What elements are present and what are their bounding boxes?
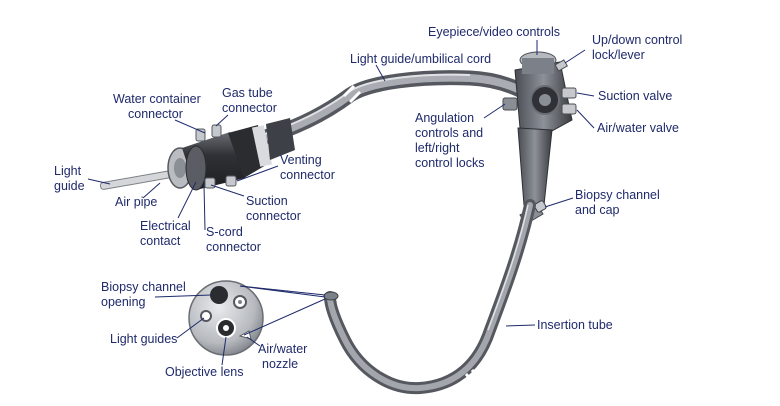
label-angulation-3: left/right: [415, 141, 460, 155]
label-venting-1: Venting: [280, 153, 322, 167]
leader-lines: [87, 40, 595, 366]
label-water-1: Water container: [113, 92, 201, 106]
label-electrical-1: Electrical: [140, 219, 191, 233]
label-eyepiece: Eyepiece/video controls: [428, 25, 560, 39]
distal-tip-detail: [188, 280, 264, 356]
light-guide-connector: [99, 118, 295, 191]
label-updown-1: Up/down control: [592, 33, 682, 47]
label-biopsy-cap-2: and cap: [575, 203, 620, 217]
label-scord-2: connector: [206, 240, 261, 254]
label-air-pipe: Air pipe: [115, 195, 157, 209]
label-electrical-2: contact: [140, 234, 181, 248]
label-suction-conn-1: Suction: [246, 194, 288, 208]
label-updown-2: lock/lever: [592, 48, 645, 62]
label-scord-1: S-cord: [206, 225, 243, 239]
label-biopsy-opening-2: opening: [101, 295, 146, 309]
insertion-tube: [323, 199, 536, 395]
label-light-guides: Light guides: [110, 332, 177, 346]
label-suction-valve: Suction valve: [598, 89, 672, 103]
label-venting-2: connector: [280, 168, 335, 182]
label-gas-1: Gas tube: [222, 86, 273, 100]
control-head: [502, 51, 577, 225]
labels: Eyepiece/video controls Up/down control …: [54, 25, 682, 379]
label-angulation-1: Angulation: [415, 111, 474, 125]
label-biopsy-cap-1: Biopsy channel: [575, 188, 660, 202]
label-airwater-nozzle-1: Air/water: [258, 342, 307, 356]
label-water-2: connector: [128, 107, 183, 121]
umbilical-cord: [247, 70, 528, 148]
label-umbilical: Light guide/umbilical cord: [350, 52, 491, 66]
label-insertion-tube: Insertion tube: [537, 318, 613, 332]
label-gas-2: connector: [222, 101, 277, 115]
label-light-guide-1: Light: [54, 164, 82, 178]
label-angulation-2: controls and: [415, 126, 483, 140]
label-biopsy-opening-1: Biopsy channel: [101, 280, 186, 294]
biopsy-opening-dot: [210, 286, 228, 304]
label-objective-lens: Objective lens: [165, 365, 244, 379]
label-airwater-valve: Air/water valve: [597, 121, 679, 135]
label-airwater-nozzle-2: nozzle: [262, 357, 298, 371]
label-suction-conn-2: connector: [246, 209, 301, 223]
label-angulation-4: control locks: [415, 156, 484, 170]
label-light-guide-2: guide: [54, 179, 85, 193]
